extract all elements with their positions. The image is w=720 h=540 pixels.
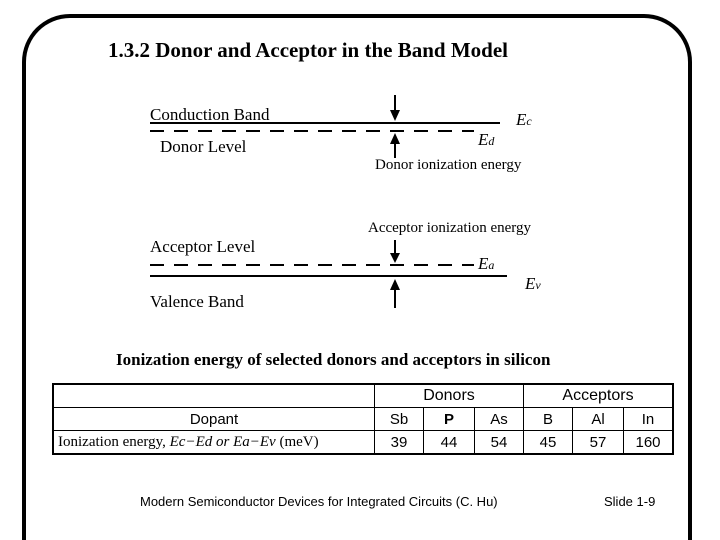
- acceptor-ionization-label: Acceptor ionization energy: [368, 220, 531, 236]
- element-cell: As: [474, 407, 524, 431]
- table-header-row: Donors Acceptors: [52, 383, 674, 408]
- table-caption: Ionization energy of selected donors and…: [116, 350, 551, 369]
- conduction-band-label: Conduction Band: [150, 105, 270, 124]
- footer-credit: Modern Semiconductor Devices for Integra…: [140, 494, 498, 509]
- value-cell: 54: [474, 430, 524, 455]
- element-cell: Sb: [374, 407, 424, 431]
- element-cell: In: [623, 407, 674, 431]
- table-row: Ionization energy, Ec−Ed or Ea−Ev (meV) …: [52, 430, 674, 455]
- acceptor-level-label: Acceptor Level: [150, 237, 256, 256]
- ionization-table: Donors Acceptors Dopant Sb P As B Al In …: [52, 383, 674, 455]
- value-cell: 39: [374, 430, 424, 455]
- valence-band-label: Valence Band: [150, 292, 244, 311]
- donors-header: Donors: [374, 383, 524, 408]
- slide-number: Slide 1-9: [604, 494, 656, 509]
- dopant-label: Dopant: [52, 407, 375, 431]
- value-cell: 57: [572, 430, 624, 455]
- ec-label: Ec: [516, 110, 532, 129]
- element-cell: P: [423, 407, 475, 431]
- acceptors-header: Acceptors: [523, 383, 674, 408]
- donor-level-label: Donor Level: [160, 137, 247, 156]
- value-cell: 160: [623, 430, 674, 455]
- element-cell: Al: [572, 407, 624, 431]
- ionization-energy-label: Ionization energy, Ec−Ed or Ea−Ev (meV): [52, 430, 375, 455]
- element-cell: B: [523, 407, 573, 431]
- ev-label: Ev: [525, 274, 541, 293]
- table-row: Dopant Sb P As B Al In: [52, 407, 674, 431]
- ea-label: Ea: [478, 254, 495, 273]
- value-cell: 45: [523, 430, 573, 455]
- donor-ionization-label: Donor ionization energy: [375, 157, 522, 173]
- slide-title: 1.3.2 Donor and Acceptor in the Band Mod…: [108, 38, 509, 62]
- slide-frame: [22, 14, 692, 540]
- value-cell: 44: [423, 430, 475, 455]
- ed-label: Ed: [478, 130, 495, 149]
